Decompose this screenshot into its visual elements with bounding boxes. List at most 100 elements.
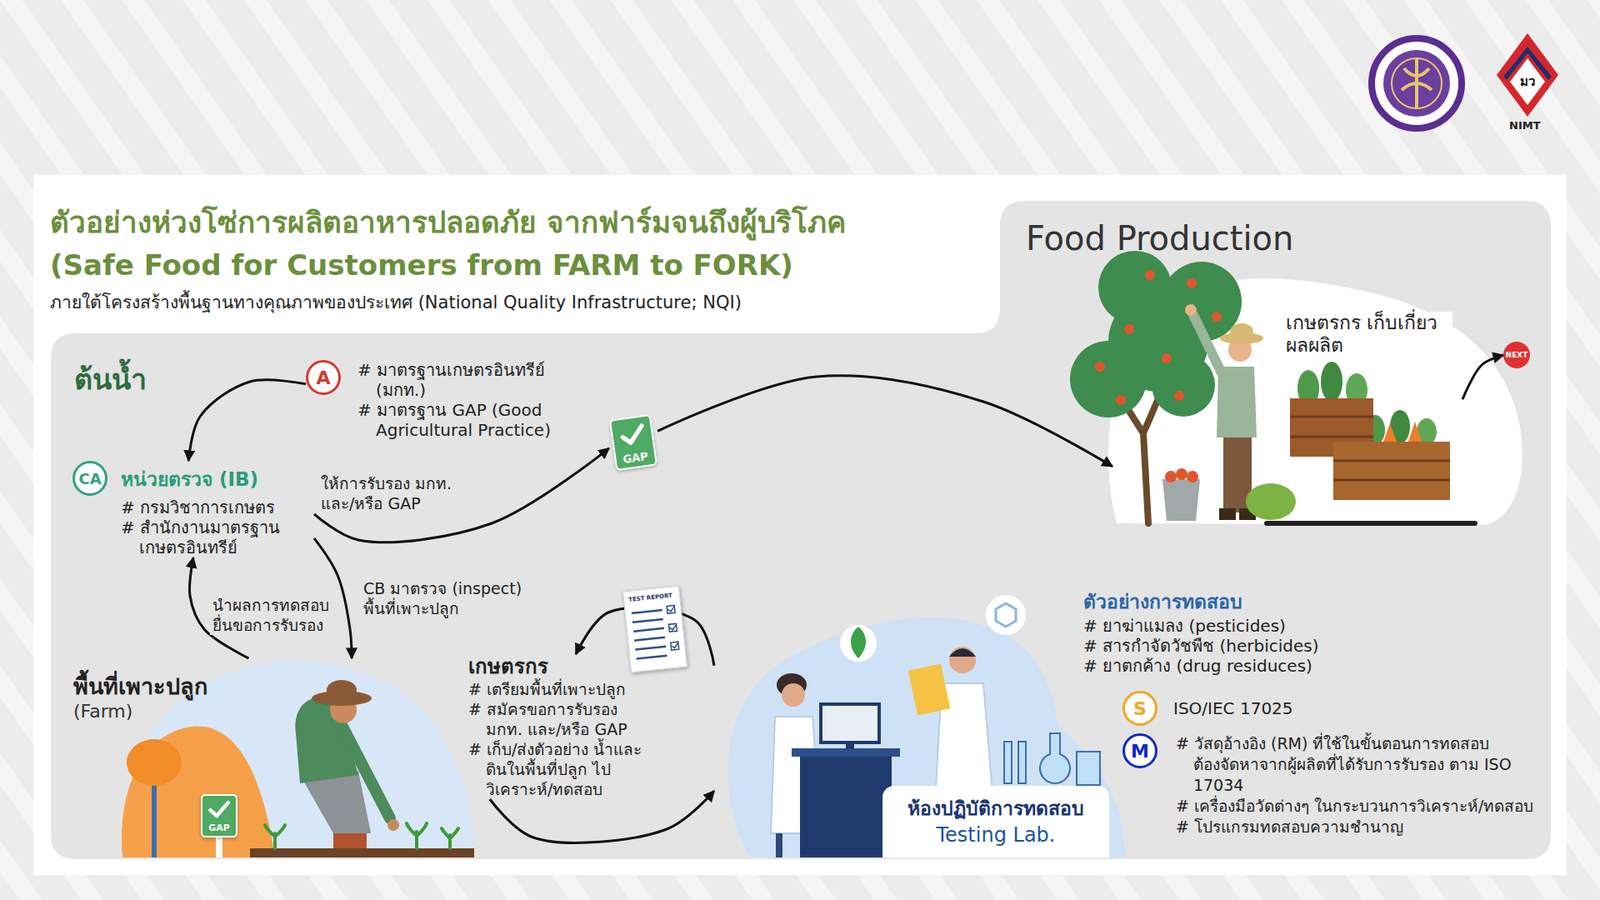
harvest-scene (1219, 508, 1236, 520)
nimt-logo (1510, 58, 1545, 105)
report-line (634, 637, 665, 641)
node-heading: CA (72, 460, 108, 496)
farm-scene (250, 848, 475, 858)
farm-scene (387, 819, 400, 831)
lab-scene (1076, 751, 1100, 785)
harvest-scene (1162, 479, 1200, 521)
harvest-scene (1151, 353, 1215, 417)
harvest-scene (1185, 304, 1197, 316)
title: ตัวอย่างห่วงโซ่การผลิตอาหารปลอดภัย จากฟา… (50, 204, 846, 241)
inspection-body: CAหน่วยตรวจ (IB)# กรมวิชาการเกษตร# สำนัก… (72, 460, 315, 558)
white-card (33, 175, 1567, 875)
node-heading: NEXT (1505, 350, 1529, 360)
node-text: (Farm) (73, 700, 133, 724)
farm-scene (151, 779, 157, 858)
logo-name: NIMT (1509, 119, 1541, 133)
farm-scene (406, 823, 427, 849)
example-item: # ยาฆ่าแมลง (pesticides) (1083, 615, 1286, 636)
check-mark (210, 802, 228, 816)
node-text: Testing Lab. (936, 821, 1056, 849)
subtitle: ภายใต้โครงสร้างพื้นฐานทางคุณภาพของประเทศ… (50, 290, 742, 315)
lab-scene (800, 754, 892, 858)
metrology-m: M# วัสดุอ้างอิง (RM) ที่ใช้ในขั้นตอนการท… (1122, 733, 1540, 838)
harvest-scene (1383, 421, 1422, 442)
flow-arrow (657, 375, 1113, 467)
node-text: # มาตรฐานเกษตรอินทรีย์ (มกท.) (357, 360, 572, 400)
lab-scene (949, 648, 976, 657)
harvest-scene (1266, 520, 1475, 526)
lab-scene (791, 748, 900, 757)
ministry-seal (1371, 38, 1462, 129)
lab-label-box: ห้องปฏิบัติการทดสอบTesting Lab. (882, 785, 1110, 858)
node-text: # กรมวิชาการเกษตร (120, 497, 315, 518)
farmer-tasks: เกษตรกร# เตรียมพื้นที่เพาะปลูก# สมัครขอก… (468, 654, 648, 800)
harvest-scene (1070, 250, 1523, 525)
report-line (632, 619, 664, 623)
node-heading: พื้นที่เพาะปลูก (73, 673, 475, 700)
testing-lab: ห้องปฏิบัติการทดสอบTesting Lab. (714, 601, 1115, 858)
harvest-scene (1333, 460, 1450, 480)
lab-scene (949, 646, 976, 674)
report-line (636, 655, 668, 660)
ministry-seal (1401, 58, 1432, 109)
check-mark (206, 799, 232, 820)
grey-region (50, 200, 1551, 860)
harvest-scene (1165, 470, 1177, 483)
harvest-scene (1290, 416, 1374, 437)
report-line (631, 610, 663, 614)
next-button: NEXT (1503, 341, 1530, 369)
grey-region (50, 200, 1551, 860)
lab-scene (781, 683, 805, 707)
node-heading: TEST REPORT (628, 591, 680, 604)
lab-scene (995, 603, 1016, 627)
node-heading: GAP (615, 449, 656, 470)
report-line (635, 646, 666, 650)
flow-arrow (188, 380, 306, 461)
report-checkbox (668, 623, 677, 632)
report-line (633, 628, 665, 632)
edge-label: นำผลการทดสอบ ยื่นขอการรับรอง (210, 595, 340, 635)
node-heading: A (305, 360, 341, 395)
subtitle-english: (Safe Food for Customers from FARM to FO… (50, 246, 794, 284)
examples-heading: ตัวอย่างการทดสอบ (1083, 589, 1243, 615)
lab-scene (985, 595, 1026, 635)
node-text: # เก็บ/ส่งตัวอย่าง น้ำและดินในพื้นที่ปลู… (468, 739, 648, 800)
harvest-scene (1193, 315, 1224, 377)
flow-arrow (490, 790, 715, 843)
lab-scene (728, 595, 1125, 858)
node-heading: เกษตรกร (468, 654, 648, 680)
node-text: # วัสดุอ้างอิง (RM) ที่ใช้ในขั้นตอนการทด… (1175, 733, 1519, 796)
node-text: ISO/IEC 17025 (1173, 690, 1373, 726)
harvest-scene (1211, 311, 1222, 322)
harvest-scene (1095, 361, 1105, 372)
lab-scene (1040, 733, 1070, 784)
standard-callout: A# มาตรฐานเกษตรอินทรีย์ (มกท.)# มาตรฐาน … (305, 360, 581, 440)
harvest-scene (1098, 250, 1172, 325)
farm-area: พื้นที่เพาะปลูก(Farm)GAP (70, 658, 475, 860)
farm-scene (265, 825, 285, 849)
report-checkbox (670, 641, 680, 650)
harvest-node: เกษตรกร เก็บเกี่ยวผลผลิต (1112, 308, 1463, 525)
report-tick (671, 642, 680, 649)
ministry-seal (1383, 50, 1450, 117)
farm-scene (441, 828, 459, 849)
ministry-seal (1371, 38, 1462, 129)
lab-scene (820, 704, 880, 743)
example-item: # ยาตกค้าง (drug residuces) (1083, 655, 1313, 676)
node-heading: ห้องปฏิบัติการทดสอบ (907, 795, 1085, 822)
nimt-logo (1496, 33, 1559, 117)
food-production-panel: Food Production เกษตรกร เก็บเกี่ยวผลผลิต N… (1000, 200, 1551, 551)
report-checkbox (666, 605, 675, 614)
standard-s: SISO/IEC 17025 (1122, 690, 1373, 726)
node-heading: Food Production (1025, 218, 1551, 259)
check-mark (620, 425, 644, 445)
report-tick (670, 624, 678, 630)
logo-mark: มว (1514, 73, 1541, 90)
ministry-seal (1391, 58, 1442, 109)
harvest-scene (1161, 353, 1172, 364)
harvest-scene (1174, 390, 1185, 401)
harvest-scene (1245, 483, 1296, 520)
white-card (33, 175, 1567, 875)
node-text: # โปรแกรมทดสอบความชำนาญ (1175, 816, 1557, 838)
